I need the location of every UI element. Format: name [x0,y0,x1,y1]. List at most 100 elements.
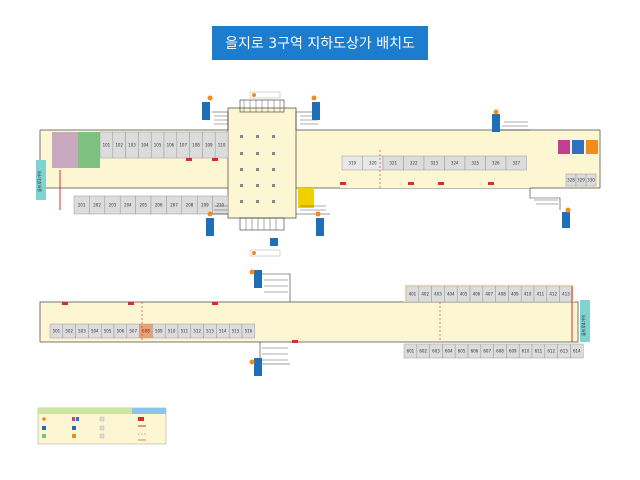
stairs-bottom-center [239,217,285,257]
map-title: 을지로 3구역 지하도상가 배치도 [212,26,428,60]
shop-number: 604 [445,349,453,354]
shop-number: 412 [549,292,557,297]
shop-number: 327 [512,161,520,166]
shop-number: 319 [348,161,356,166]
shop-number: 203 [109,203,117,208]
shop-number: 202 [93,203,101,208]
shop-number: 105 [154,143,162,148]
shop-number: 320 [369,161,377,166]
restroom-women-icon [558,140,570,154]
shop-number: 403 [434,292,442,297]
shop-number: 324 [451,161,459,166]
red-markers-upper [59,158,494,210]
shop-number: 102 [115,143,123,148]
shop-number: 110 [218,143,226,148]
shop-unit [570,343,584,359]
shop-number: 108 [192,143,200,148]
shop-number: 601 [407,349,415,354]
shop-number: 330 [587,178,595,183]
green-zone [78,132,100,168]
shop-number: 511 [181,329,189,334]
shop-number: 329 [577,178,585,183]
shop-number: 614 [573,349,581,354]
shop-number: 410 [524,292,532,297]
shop-number: 103 [128,143,136,148]
shop-number: 326 [492,161,500,166]
stairs-left-top [202,95,229,130]
stairs-far-right-top [492,109,530,132]
shop-number: 608 [496,349,504,354]
plaza-pillars [240,135,275,203]
shop-number: 609 [509,349,517,354]
stairs-far-right-bottom [529,188,571,228]
shop-number: 503 [78,329,86,334]
shop-number: 605 [458,349,466,354]
shop-number: 606 [471,349,479,354]
mauve-zone [52,132,78,168]
shop-number: 209 [201,203,209,208]
lower-top-shops: 401 402 403 404 405 406 407 408 409 410 411 412 413 [405,285,573,303]
shop-number: 409 [511,292,519,297]
stairs-right-bottom [296,205,330,236]
boundary-dashes-lower [141,302,441,342]
shop-number: 404 [447,292,455,297]
shop-number: 328 [567,178,575,183]
shop-number: 607 [483,349,491,354]
shop-number: 210 [216,203,224,208]
shop-number: 411 [537,292,545,297]
shop-number: 413 [562,292,570,297]
shop-number: 109 [205,143,213,148]
shop-number: 201 [78,203,86,208]
shop-number: 510 [168,329,176,334]
shop-number: 207 [170,203,178,208]
orange-facility-icon [586,140,598,154]
station-sign-left-label: 을지로3가역 [36,171,42,192]
shop-number: 507 [129,329,137,334]
station-sign-right-label: 을지로4가역 [580,315,586,336]
shop-number: 104 [141,143,149,148]
shop-number: 610 [522,349,530,354]
shop-unit [585,173,597,187]
shop-number: 602 [419,349,427,354]
shop-number: 325 [471,161,479,166]
shop-number: 401 [409,292,417,297]
shop-number: 603 [432,349,440,354]
shop-number: 206 [155,203,163,208]
shop-number: 612 [547,349,555,354]
shop-number: 502 [65,329,73,334]
stairs-right-top [295,95,320,130]
shop-number: 406 [473,292,481,297]
shop-number: 504 [91,329,99,334]
shop-number: 208 [186,203,194,208]
shop-unit [214,131,229,159]
shop-number: 402 [421,292,429,297]
shop-number: 323 [430,161,438,166]
shop-number: 505 [104,329,112,334]
shop-number: 407 [485,292,493,297]
shop-number: 101 [103,143,111,148]
shop-number: 506 [117,329,125,334]
shop-number: 321 [389,161,397,166]
shop-number: 515 [232,329,240,334]
shop-unit [505,155,527,171]
shop-number: 611 [535,349,543,354]
shop-unit [241,323,256,339]
shop-number: 408 [498,292,506,297]
shop-number: 512 [193,329,201,334]
station-sign-left [36,160,46,200]
shop-number: 322 [410,161,418,166]
shop-number: 106 [167,143,175,148]
shop-number: 509 [155,329,163,334]
shop-number: 405 [460,292,468,297]
shop-number: 516 [245,329,253,334]
stairs-top-center [239,91,285,113]
yellow-kiosk [298,188,314,208]
stairs-left-bottom [206,205,228,236]
red-markers-lower [62,286,573,343]
